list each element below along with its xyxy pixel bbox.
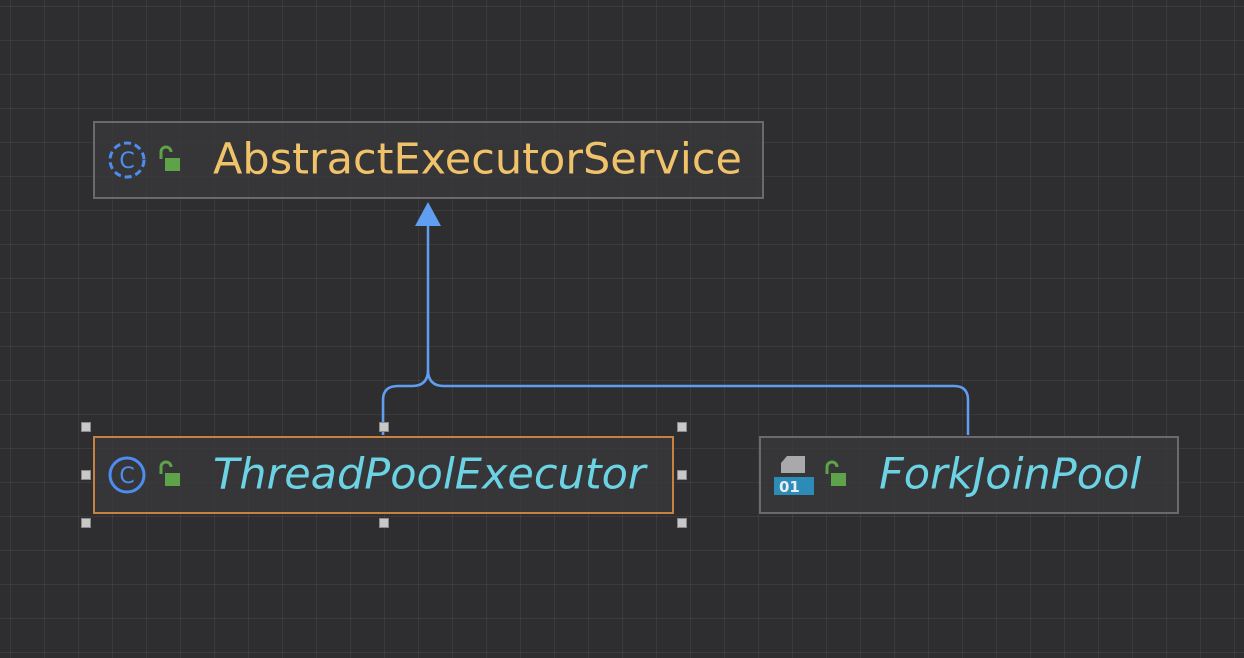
- resize-handle-bottom[interactable]: [379, 518, 389, 528]
- class-name-label: ForkJoinPool: [879, 449, 1142, 500]
- binary-badge-label: 01: [779, 478, 800, 496]
- extends-arrowhead: [415, 202, 441, 226]
- resize-handle-top[interactable]: [379, 422, 389, 432]
- svg-text:C: C: [119, 149, 134, 174]
- resize-handle-bottom-left[interactable]: [81, 518, 91, 528]
- edge-threadpoolexecutor-to-abstractexecutorservice: [381, 226, 430, 435]
- class-name-label: AbstractExecutorService: [213, 134, 742, 185]
- svg-text:C: C: [119, 464, 134, 489]
- public-unlocked-icon: [159, 460, 180, 486]
- node-abstract-executor-service[interactable]: C AbstractExecutorService: [93, 121, 764, 199]
- edge-forkjoinpool-to-abstractexecutorservice: [426, 369, 970, 435]
- public-unlocked-icon: [825, 460, 846, 486]
- resize-handle-left[interactable]: [81, 470, 91, 480]
- resize-handle-bottom-right[interactable]: [677, 518, 687, 528]
- resize-handle-right[interactable]: [677, 470, 687, 480]
- public-unlocked-icon: [159, 145, 180, 171]
- node-fork-join-pool[interactable]: 01 ForkJoinPool: [759, 436, 1179, 514]
- class-icon: C: [108, 456, 146, 494]
- binary-class-icon: 01: [774, 456, 814, 496]
- resize-handle-top-left[interactable]: [81, 422, 91, 432]
- resize-handle-top-right[interactable]: [677, 422, 687, 432]
- node-thread-pool-executor[interactable]: C ThreadPoolExecutor: [93, 436, 674, 514]
- class-name-label: ThreadPoolExecutor: [213, 449, 646, 500]
- abstract-class-icon: C: [108, 141, 146, 179]
